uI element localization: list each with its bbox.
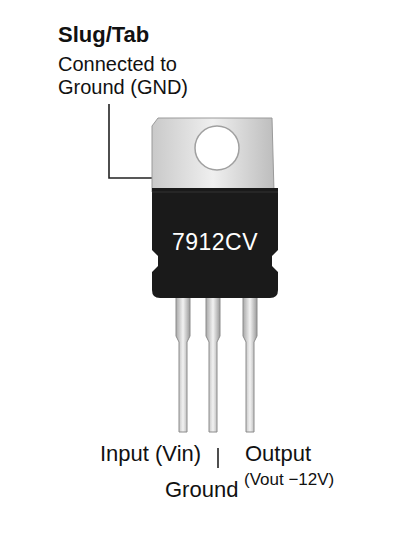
leader-line <box>109 104 152 178</box>
pin-name: Ground <box>165 477 238 502</box>
callout-note: Connected to Ground (GND) <box>58 53 233 99</box>
part-marking-area: 7912CV <box>152 193 278 291</box>
pin-name: Input (Vin) <box>100 441 201 466</box>
mounting-hole <box>195 126 239 170</box>
leads <box>176 296 257 432</box>
part-number: 7912CV <box>172 229 258 256</box>
metal-tab <box>152 118 274 192</box>
package-body <box>152 188 278 298</box>
divider-mark <box>217 448 219 468</box>
pin-voltage: (Vout −12V) <box>244 470 334 490</box>
pin-name: Output <box>245 441 311 466</box>
callout-title: Slug/Tab <box>58 22 149 47</box>
